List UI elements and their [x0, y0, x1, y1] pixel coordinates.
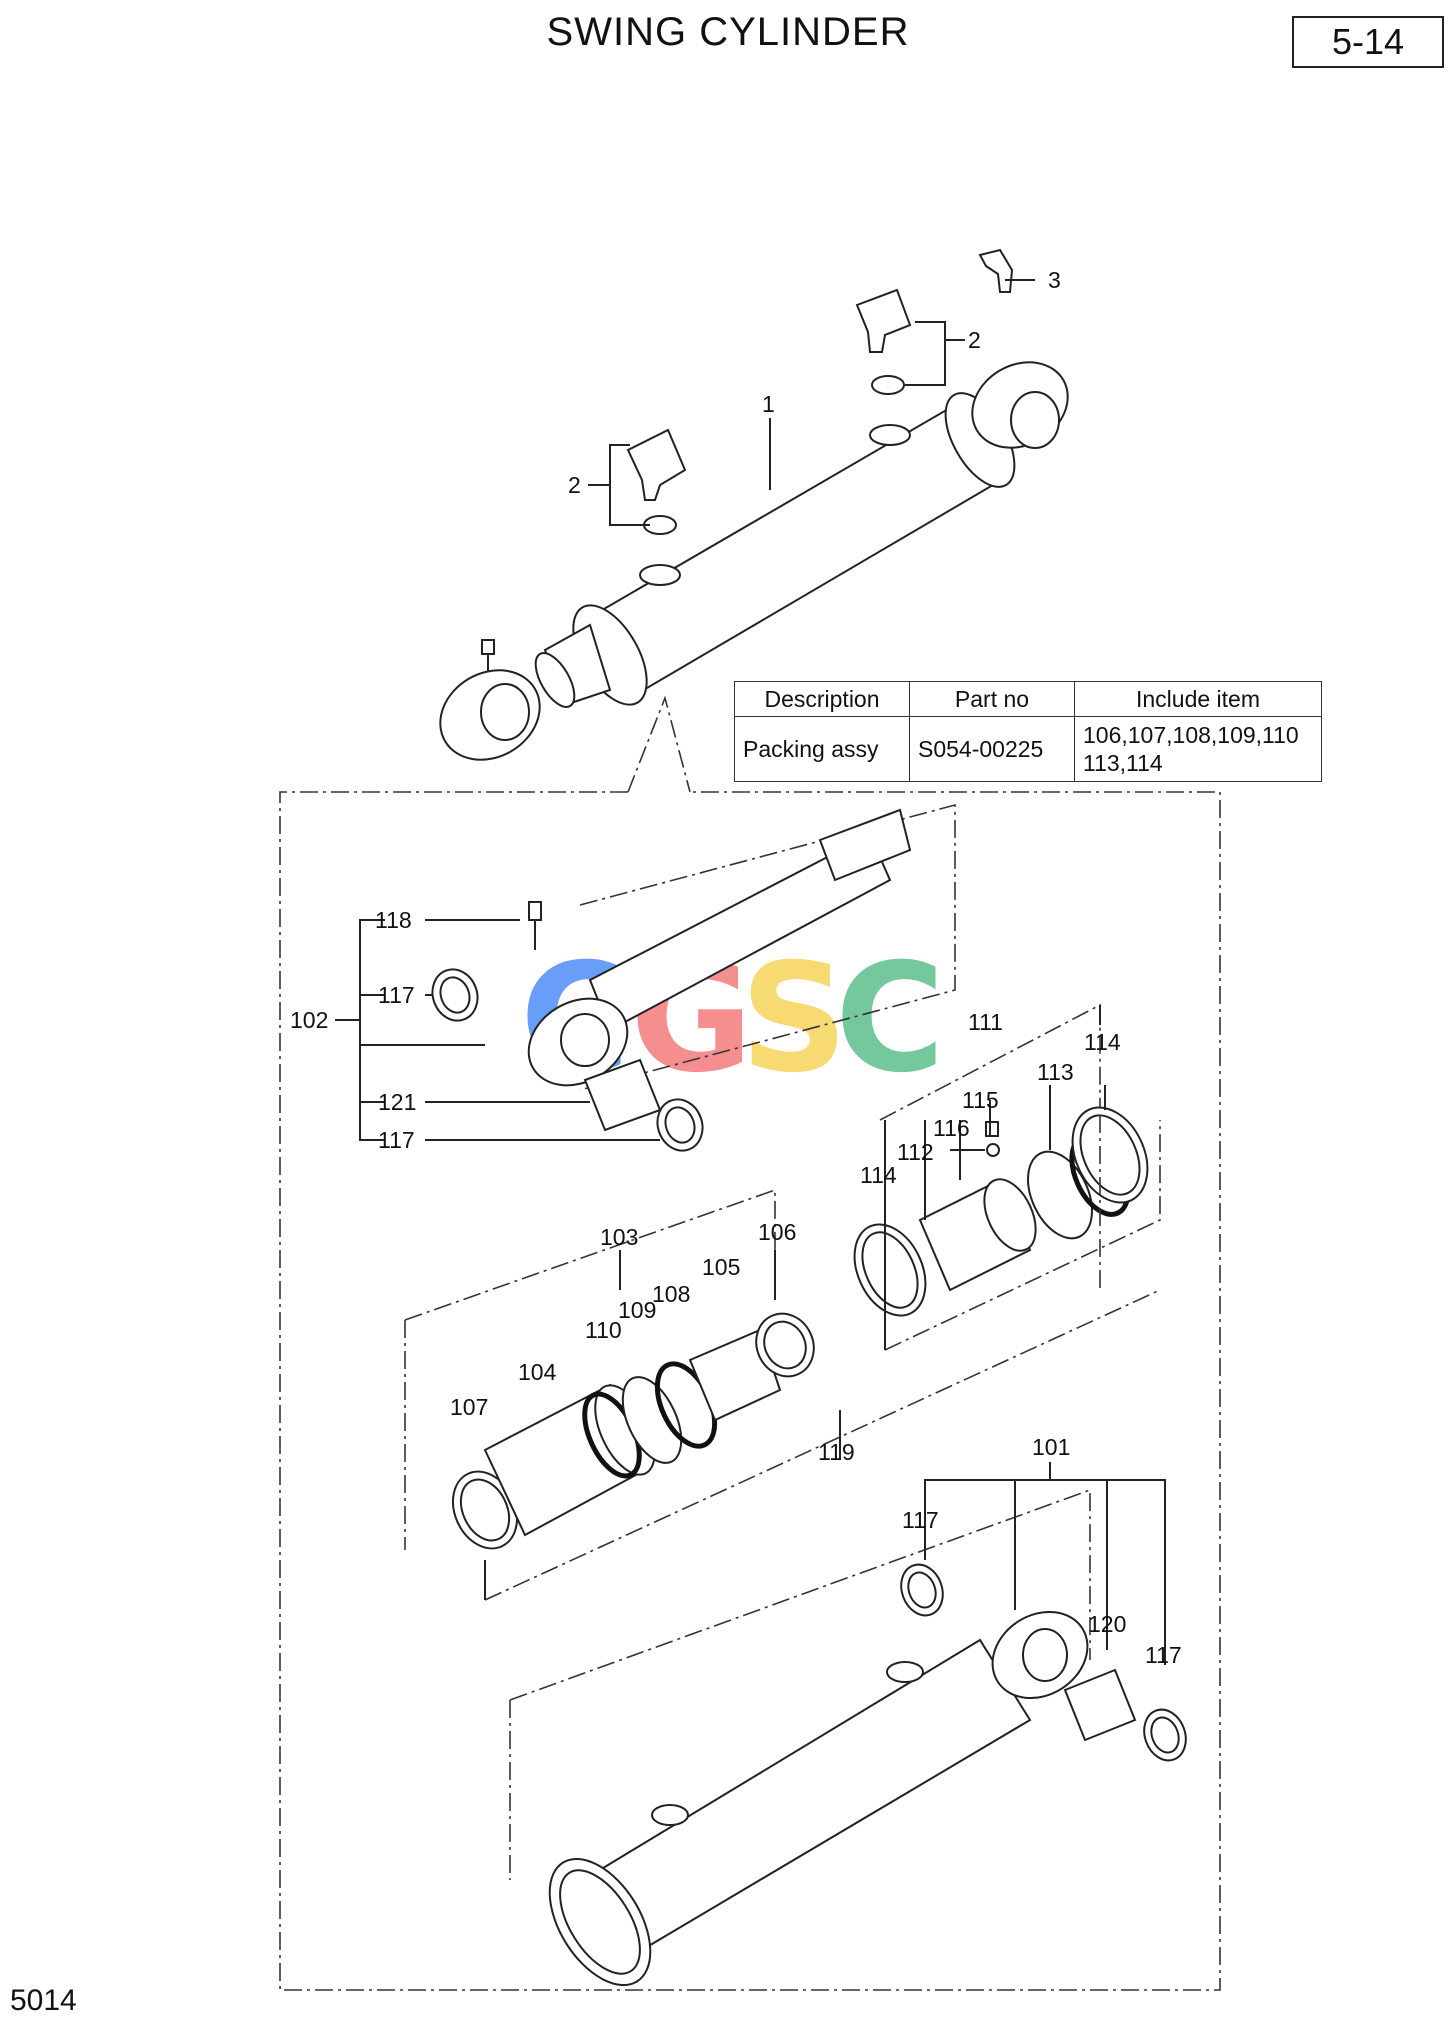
include-items-line-2: 113,114 [1083, 750, 1163, 776]
tube-assembly [509, 1462, 1187, 1987]
callout-117-c: 117 [902, 1507, 939, 1533]
callout-119: 119 [818, 1439, 855, 1465]
callout-115: 115 [962, 1087, 999, 1113]
packing-assy-table: Description Part no Include item Packing… [734, 681, 1322, 782]
include-items-line-1: 106,107,108,109,110 [1083, 722, 1299, 748]
callout-108: 108 [652, 1281, 690, 1307]
callout-2-right: 2 [968, 327, 981, 353]
watermark-letter-s: S [740, 932, 848, 1106]
callout-112: 112 [897, 1139, 934, 1165]
callout-120: 120 [1088, 1611, 1126, 1637]
callout-101: 101 [1032, 1434, 1070, 1460]
callout-116: 116 [933, 1115, 970, 1141]
footer-code: 5014 [10, 1984, 77, 2017]
callout-114-left: 114 [860, 1162, 897, 1188]
rod-assembly [335, 803, 956, 1152]
piston-assembly [853, 1003, 1161, 1351]
callout-114-right: 114 [1084, 1029, 1121, 1055]
explode-frame [279, 791, 1221, 1991]
callout-3: 3 [1048, 267, 1061, 293]
header-part-no: Part no [909, 681, 1075, 717]
callout-105: 105 [702, 1254, 740, 1280]
callout-2-left: 2 [568, 472, 581, 498]
callout-109: 109 [618, 1297, 656, 1323]
cell-description: Packing assy [734, 716, 910, 782]
callout-104: 104 [518, 1359, 557, 1385]
callout-117-a: 117 [378, 982, 415, 1008]
page-reference-box: 5-14 [1292, 16, 1444, 68]
table-header-row: Description Part no Include item [734, 681, 1322, 717]
watermark-letter-c2: C [835, 932, 945, 1106]
callout-103: 103 [600, 1224, 638, 1250]
callout-107: 107 [450, 1394, 488, 1420]
callout-121: 121 [378, 1089, 416, 1115]
explode-pointer [627, 695, 691, 793]
page-title: SWING CYLINDER [546, 10, 910, 54]
callout-110: 110 [585, 1317, 622, 1343]
header-description: Description [734, 681, 910, 717]
callout-111: 111 [968, 1009, 1003, 1035]
callout-117-d: 117 [1145, 1642, 1182, 1668]
callout-117-b: 117 [378, 1127, 415, 1153]
header-include-item: Include item [1074, 681, 1322, 717]
cell-include-item: 106,107,108,109,110 113,114 [1074, 716, 1322, 782]
gland-assembly [404, 1115, 1161, 1601]
callout-106: 106 [758, 1219, 796, 1245]
assembled-cylinder [439, 248, 1069, 761]
callout-113: 113 [1037, 1059, 1074, 1085]
cell-part-no: S054-00225 [909, 716, 1075, 782]
table-row: Packing assy S054-00225 106,107,108,109,… [734, 716, 1322, 782]
callout-1: 1 [762, 391, 775, 417]
callout-102: 102 [290, 1007, 328, 1033]
callout-118: 118 [375, 907, 412, 933]
callouts: 1 2 2 3 118 117 102 121 117 111 115 116 … [290, 267, 1182, 1668]
